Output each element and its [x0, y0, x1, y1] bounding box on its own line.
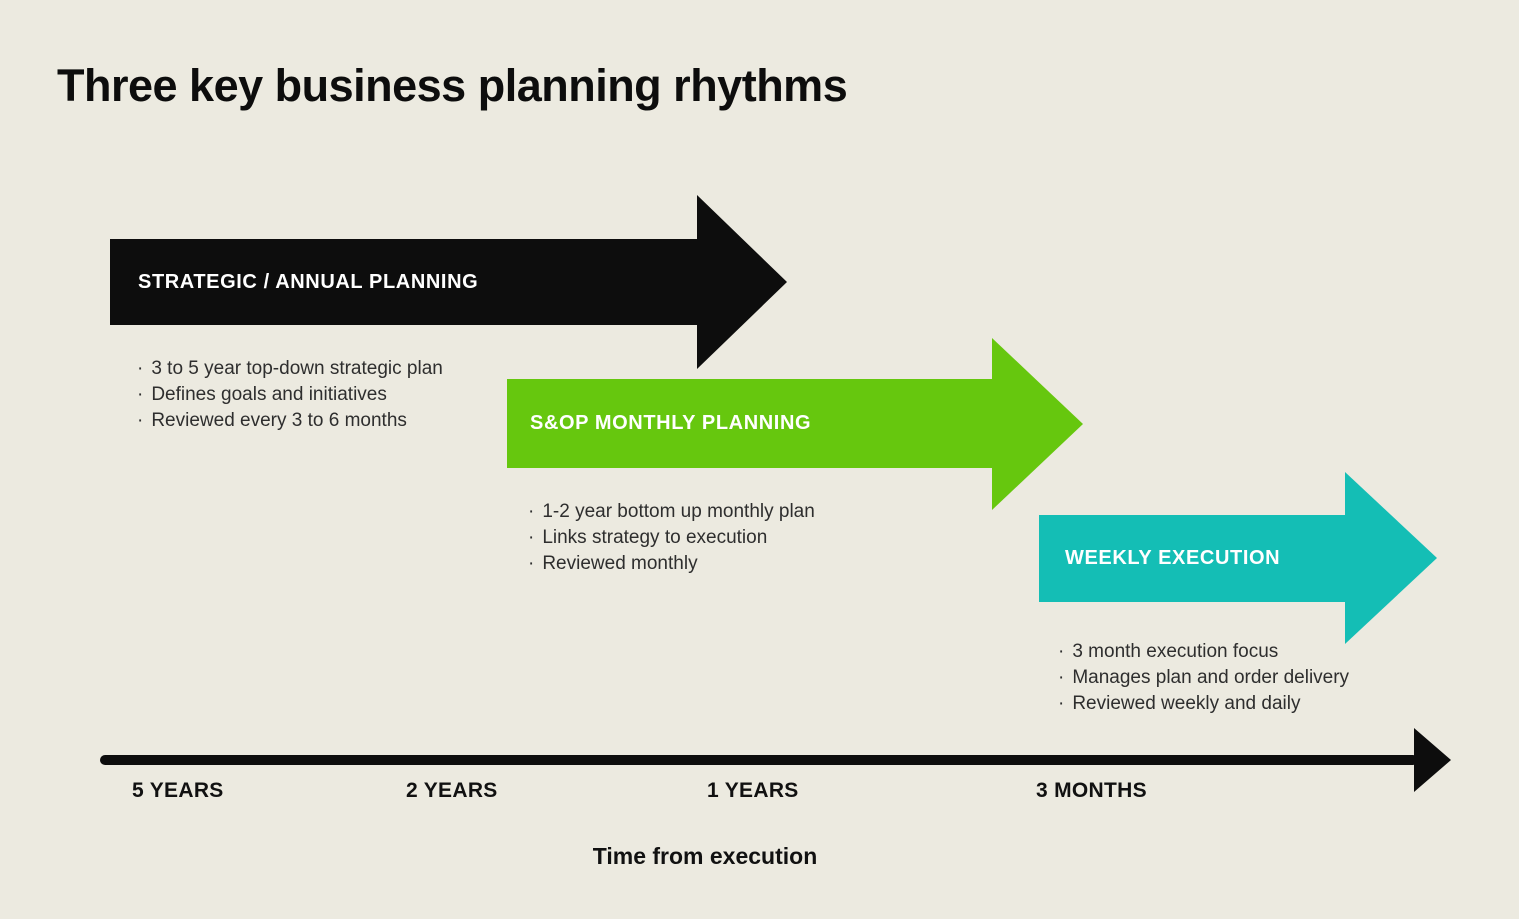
bullet-text: Reviewed weekly and daily — [1072, 693, 1301, 714]
weekly-execution-bullets: · 3 month execution focus · Manages plan… — [1058, 639, 1349, 717]
timeline-axis-title: Time from execution — [592, 843, 818, 869]
bullet-text: 3 month execution focus — [1072, 641, 1279, 662]
bullet-icon: · — [137, 384, 144, 405]
bullet-icon: · — [528, 501, 535, 522]
sop-monthly-planning-arrow-head-icon — [992, 338, 1083, 510]
tick-5-years: 5 YEARS — [132, 779, 224, 802]
weekly-execution-arrow-head-icon — [1345, 472, 1437, 644]
bullet-text: Manages plan and order delivery — [1072, 667, 1350, 688]
strategic-planning-arrow-label: STRATEGIC / ANNUAL PLANNING — [138, 270, 479, 293]
bullet-text: Defines goals and initiatives — [151, 384, 387, 405]
list-item: · Reviewed monthly — [528, 551, 815, 577]
tick-3-months: 3 MONTHS — [1036, 779, 1147, 802]
list-item: · Reviewed weekly and daily — [1058, 691, 1349, 717]
bullet-text: Reviewed monthly — [542, 553, 698, 574]
sop-monthly-planning-arrow: S&OP MONTHLY PLANNING — [507, 379, 1015, 468]
bullet-text: Links strategy to execution — [542, 527, 768, 548]
bullet-text: 3 to 5 year top-down strategic plan — [151, 358, 443, 379]
list-item: · 3 month execution focus — [1058, 639, 1349, 665]
bullet-text: 1-2 year bottom up monthly plan — [542, 501, 815, 522]
timeline-axis-line — [100, 755, 1418, 765]
strategic-planning-arrow-head-icon — [697, 195, 787, 369]
weekly-execution-arrow: WEEKLY EXECUTION — [1039, 515, 1371, 602]
bullet-text: Reviewed every 3 to 6 months — [151, 410, 407, 431]
sop-monthly-planning-arrow-label: S&OP MONTHLY PLANNING — [530, 412, 812, 434]
timeline-arrowhead-icon — [1414, 728, 1451, 792]
strategic-planning-bullets: · 3 to 5 year top-down strategic plan · … — [137, 356, 443, 434]
bullet-icon: · — [137, 410, 144, 431]
list-item: · Manages plan and order delivery — [1058, 665, 1349, 691]
bullet-icon: · — [1058, 667, 1065, 688]
list-item: · Defines goals and initiatives — [137, 382, 443, 408]
page-title: Three key business planning rhythms — [57, 60, 848, 111]
weekly-execution-arrow-label: WEEKLY EXECUTION — [1065, 547, 1281, 569]
sop-monthly-planning-bullets: · 1-2 year bottom up monthly plan · Link… — [528, 499, 815, 577]
bullet-icon: · — [137, 358, 144, 379]
bullet-icon: · — [1058, 693, 1065, 714]
list-item: · 1-2 year bottom up monthly plan — [528, 499, 815, 525]
bullet-icon: · — [528, 553, 535, 574]
tick-2-years: 2 YEARS — [406, 779, 498, 802]
list-item: · 3 to 5 year top-down strategic plan — [137, 356, 443, 382]
list-item: · Links strategy to execution — [528, 525, 815, 551]
bullet-icon: · — [528, 527, 535, 548]
tick-1-years: 1 YEARS — [707, 779, 799, 802]
bullet-icon: · — [1058, 641, 1065, 662]
list-item: · Reviewed every 3 to 6 months — [137, 408, 443, 434]
strategic-planning-arrow: STRATEGIC / ANNUAL PLANNING — [110, 239, 725, 325]
